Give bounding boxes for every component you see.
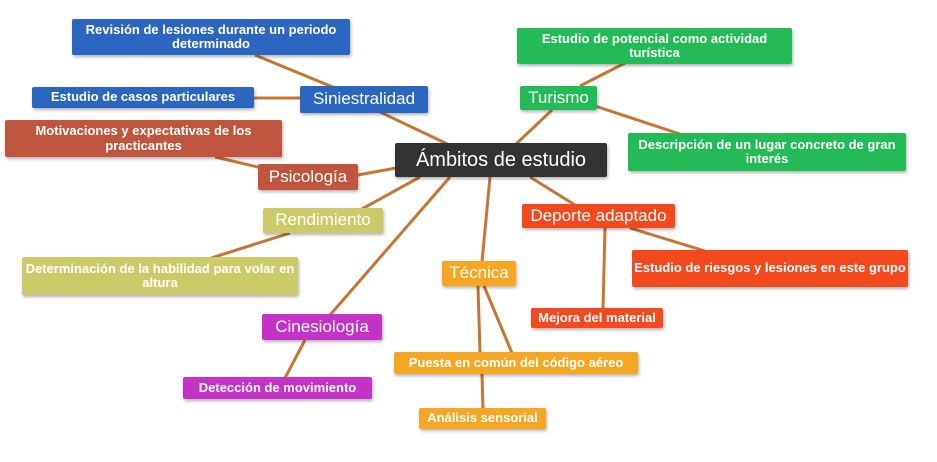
branch-turismo[interactable]: Turismo — [520, 86, 597, 110]
leaf-motivaciones[interactable]: Motivaciones y expectativas de los pract… — [5, 120, 282, 157]
branch-deporte-adaptado[interactable]: Deporte adaptado — [522, 204, 675, 228]
central-topic[interactable]: Ámbitos de estudio — [395, 143, 607, 177]
branch-psicologia[interactable]: Psicología — [258, 164, 358, 190]
leaf-codigo-aereo[interactable]: Puesta en común del código aéreo — [394, 352, 638, 374]
branch-rendimiento[interactable]: Rendimiento — [263, 208, 383, 233]
leaf-potencial-turistico[interactable]: Estudio de potencial como actividad turí… — [517, 28, 792, 64]
branch-cinesiologia[interactable]: Cinesiología — [262, 314, 382, 340]
leaf-deteccion-movimiento[interactable]: Detección de movimiento — [183, 377, 372, 399]
branch-tecnica[interactable]: Técnica — [442, 261, 516, 286]
leaf-lugar-concreto[interactable]: Descripción de un lugar concreto de gran… — [628, 133, 906, 171]
leaf-riesgos-lesiones[interactable]: Estudio de riesgos y lesiones en este gr… — [632, 250, 908, 287]
leaf-casos-particulares[interactable]: Estudio de casos particulares — [32, 87, 254, 108]
leaf-revision-lesiones[interactable]: Revisión de lesiones durante un periodo … — [72, 19, 350, 55]
leaf-analisis-sensorial[interactable]: Análisis sensorial — [419, 408, 546, 429]
leaf-habilidad-volar[interactable]: Determinación de la habilidad para volar… — [22, 257, 298, 295]
branch-siniestralidad[interactable]: Siniestralidad — [300, 86, 428, 113]
leaf-mejora-material[interactable]: Mejora del material — [531, 308, 663, 328]
